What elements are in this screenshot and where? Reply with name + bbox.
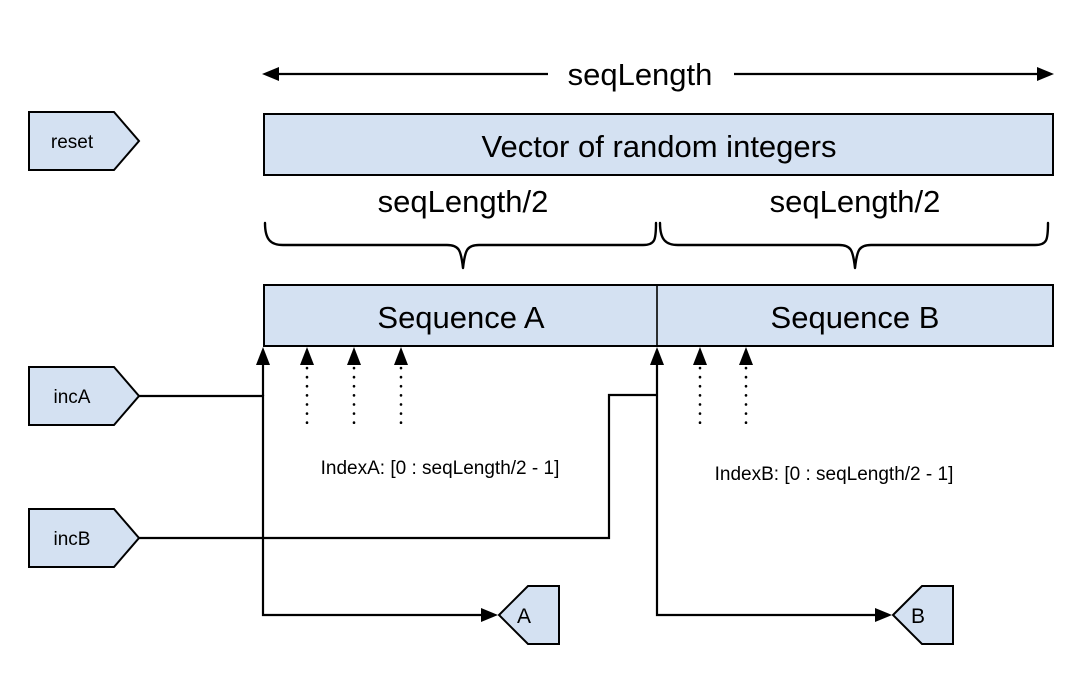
up-arrow-tick-icon-a2 (347, 347, 361, 365)
output-A-label: A (517, 605, 531, 628)
signal-incA[interactable]: incA (28, 366, 141, 426)
arrow-right-head-icon-B (875, 608, 892, 622)
wire-B-out (655, 365, 883, 617)
arrow-right-head-icon-A (481, 608, 498, 622)
wire-incB (139, 393, 657, 540)
incB-label: incB (54, 529, 91, 550)
seqlength-half-right-label: seqLength/2 (770, 184, 941, 219)
output-A-shape[interactable] (497, 585, 560, 645)
seqlength-half-left-label: seqLength/2 (378, 184, 549, 219)
vector-box[interactable] (263, 113, 1054, 176)
sequence-box[interactable] (263, 284, 1054, 347)
arrow-right-head-icon (1037, 67, 1054, 81)
incB-shape[interactable] (28, 508, 141, 568)
arrow-left-head-icon (262, 67, 279, 81)
incA-label: incA (54, 387, 91, 408)
reset-shape[interactable] (28, 111, 141, 171)
output-A[interactable]: A (497, 585, 560, 645)
output-B-shape[interactable] (891, 585, 954, 645)
output-B-label: B (911, 605, 925, 628)
up-arrow-tick-icon-b1 (693, 347, 707, 365)
sequence-a-label: Sequence A (377, 300, 545, 335)
curly-brace-icon-right (658, 221, 1050, 270)
up-arrow-tick-icon-b0 (650, 347, 664, 365)
index-a-label: IndexA: [0 : seqLength/2 - 1] (321, 458, 560, 479)
seqlength-measure (262, 67, 1054, 81)
reset-label: reset (51, 132, 94, 153)
incA-shape[interactable] (28, 366, 141, 426)
signal-reset[interactable]: reset (28, 111, 141, 171)
up-arrow-tick-icon-b2 (739, 347, 753, 365)
vector-box-label: Vector of random integers (482, 129, 837, 164)
index-b-label: IndexB: [0 : seqLength/2 - 1] (715, 464, 954, 485)
sequence-b-label: Sequence B (771, 300, 940, 335)
up-arrow-tick-icon-a3 (394, 347, 408, 365)
up-arrow-tick-icon-a1 (300, 347, 314, 365)
output-B[interactable]: B (891, 585, 954, 645)
index-ticks-b (650, 347, 753, 429)
up-arrow-tick-icon-a0 (256, 347, 270, 365)
curly-brace-icon-left (263, 221, 658, 270)
seqlength-label: seqLength (568, 57, 713, 92)
index-ticks-a (256, 347, 408, 429)
signal-incB[interactable]: incB (28, 508, 141, 568)
wire-incA (139, 394, 489, 617)
